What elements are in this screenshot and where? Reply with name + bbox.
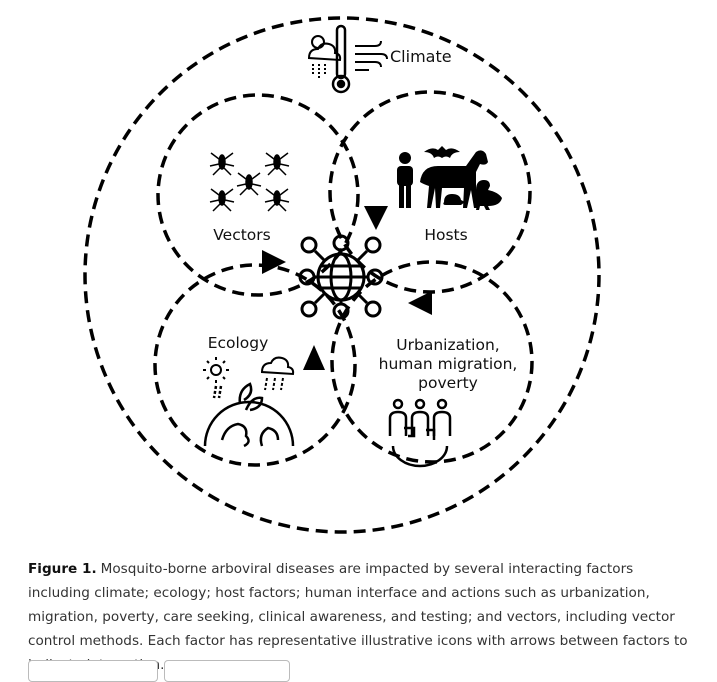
- climate-label: Climate: [390, 47, 452, 66]
- people-icon: [388, 398, 452, 468]
- sun-icon: [203, 357, 229, 383]
- weather-icon: [307, 35, 342, 78]
- action-button-2[interactable]: [164, 660, 290, 682]
- globe-icon: [203, 382, 295, 448]
- vectors-circle: [156, 93, 360, 297]
- figure-caption: Figure 1.Mosquito-borne arboviral diseas…: [28, 557, 688, 677]
- rain-cloud-icon: [260, 356, 295, 391]
- vectors-label: Vectors: [213, 226, 270, 244]
- bat-icon: [424, 146, 460, 158]
- urbanization-circle: [330, 260, 534, 464]
- caption-text: Mosquito-borne arboviral diseases are im…: [28, 561, 688, 673]
- outer-circle: [83, 16, 601, 534]
- ecology-label: Ecology: [208, 334, 269, 352]
- wind-icon: [355, 40, 388, 71]
- factors-diagram: Climate Vectors Hosts Ecology: [83, 16, 601, 534]
- mosquito-icon: [209, 152, 290, 212]
- thermometer-icon: [331, 24, 351, 94]
- arrow-from-urbanization: [408, 291, 432, 315]
- ecology-circle: [153, 263, 357, 467]
- duck-icon: [473, 180, 502, 210]
- arrow-from-vectors: [262, 250, 286, 274]
- arrow-from-climate: [364, 206, 388, 230]
- figure-label: Figure 1.: [28, 561, 97, 577]
- action-button-1[interactable]: [28, 660, 158, 682]
- rodent-icon: [443, 194, 465, 205]
- urbanization-label-1: Urbanization,: [396, 336, 499, 354]
- virus-icon: [298, 234, 384, 320]
- urbanization-label-2: human migration,: [379, 355, 518, 373]
- horse-icon: [420, 150, 488, 208]
- arrow-from-ecology: [303, 345, 325, 370]
- hosts-label: Hosts: [424, 226, 467, 244]
- person-icon: [397, 152, 413, 208]
- urbanization-label-3: poverty: [418, 374, 478, 392]
